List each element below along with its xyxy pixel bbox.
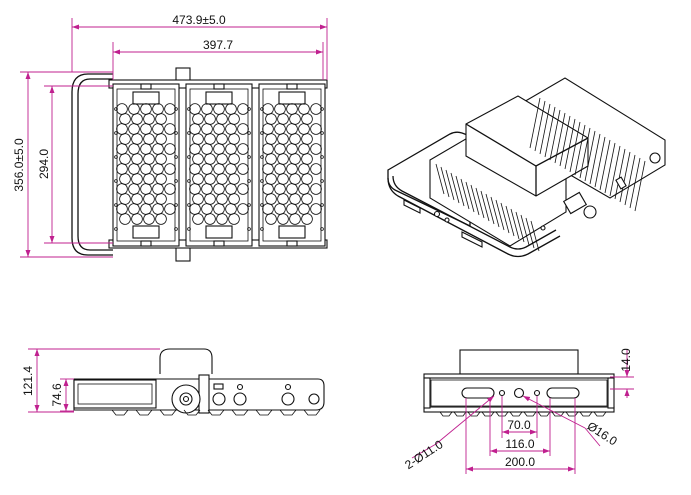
end-slot-right (546, 387, 580, 399)
led-module-2 (185, 83, 253, 247)
mounting-bracket (71, 73, 113, 256)
dim-slot-spacing: 70.0 (507, 418, 531, 432)
dim-body-height: 294.0 (37, 149, 51, 179)
end-driver-box (459, 349, 579, 375)
dim-slot-callout: 2-Ø11.0 (402, 437, 446, 472)
side-bracket-arm (73, 379, 157, 409)
dim-overall-height: 356.0±5.0 (12, 138, 26, 192)
end-view (423, 349, 615, 417)
bracket-pivot-bottom (175, 246, 191, 262)
dim-overall-width: 473.9±5.0 (172, 13, 226, 27)
dim-hole-callout: Ø16.0 (585, 419, 620, 449)
side-dimensions: 121.4 74.6 (21, 348, 160, 413)
isometric-view (387, 77, 666, 258)
dim-side-total-height: 121.4 (21, 366, 35, 396)
dim-body-width: 397.7 (203, 38, 233, 52)
front-view (71, 67, 328, 262)
side-view (73, 348, 325, 416)
iso-gland-right (649, 152, 661, 164)
iso-slot-2 (461, 231, 483, 248)
led-module-1 (112, 83, 180, 247)
end-center-hole (513, 387, 525, 399)
dim-mount-spacing: 200.0 (505, 455, 535, 469)
dim-side-body-height: 74.6 (50, 383, 64, 407)
iso-slot-1 (403, 199, 421, 214)
dim-end-top-offset: 14.0 (619, 348, 633, 372)
front-dimensions: 473.9±5.0 397.7 356.0±5.0 294.0 (12, 13, 328, 258)
iso-gland-front (583, 205, 597, 219)
end-slot-left (461, 387, 495, 399)
side-driver-box (159, 348, 213, 374)
led-module-3 (258, 83, 326, 247)
dim-hole-spacing: 116.0 (505, 437, 534, 451)
